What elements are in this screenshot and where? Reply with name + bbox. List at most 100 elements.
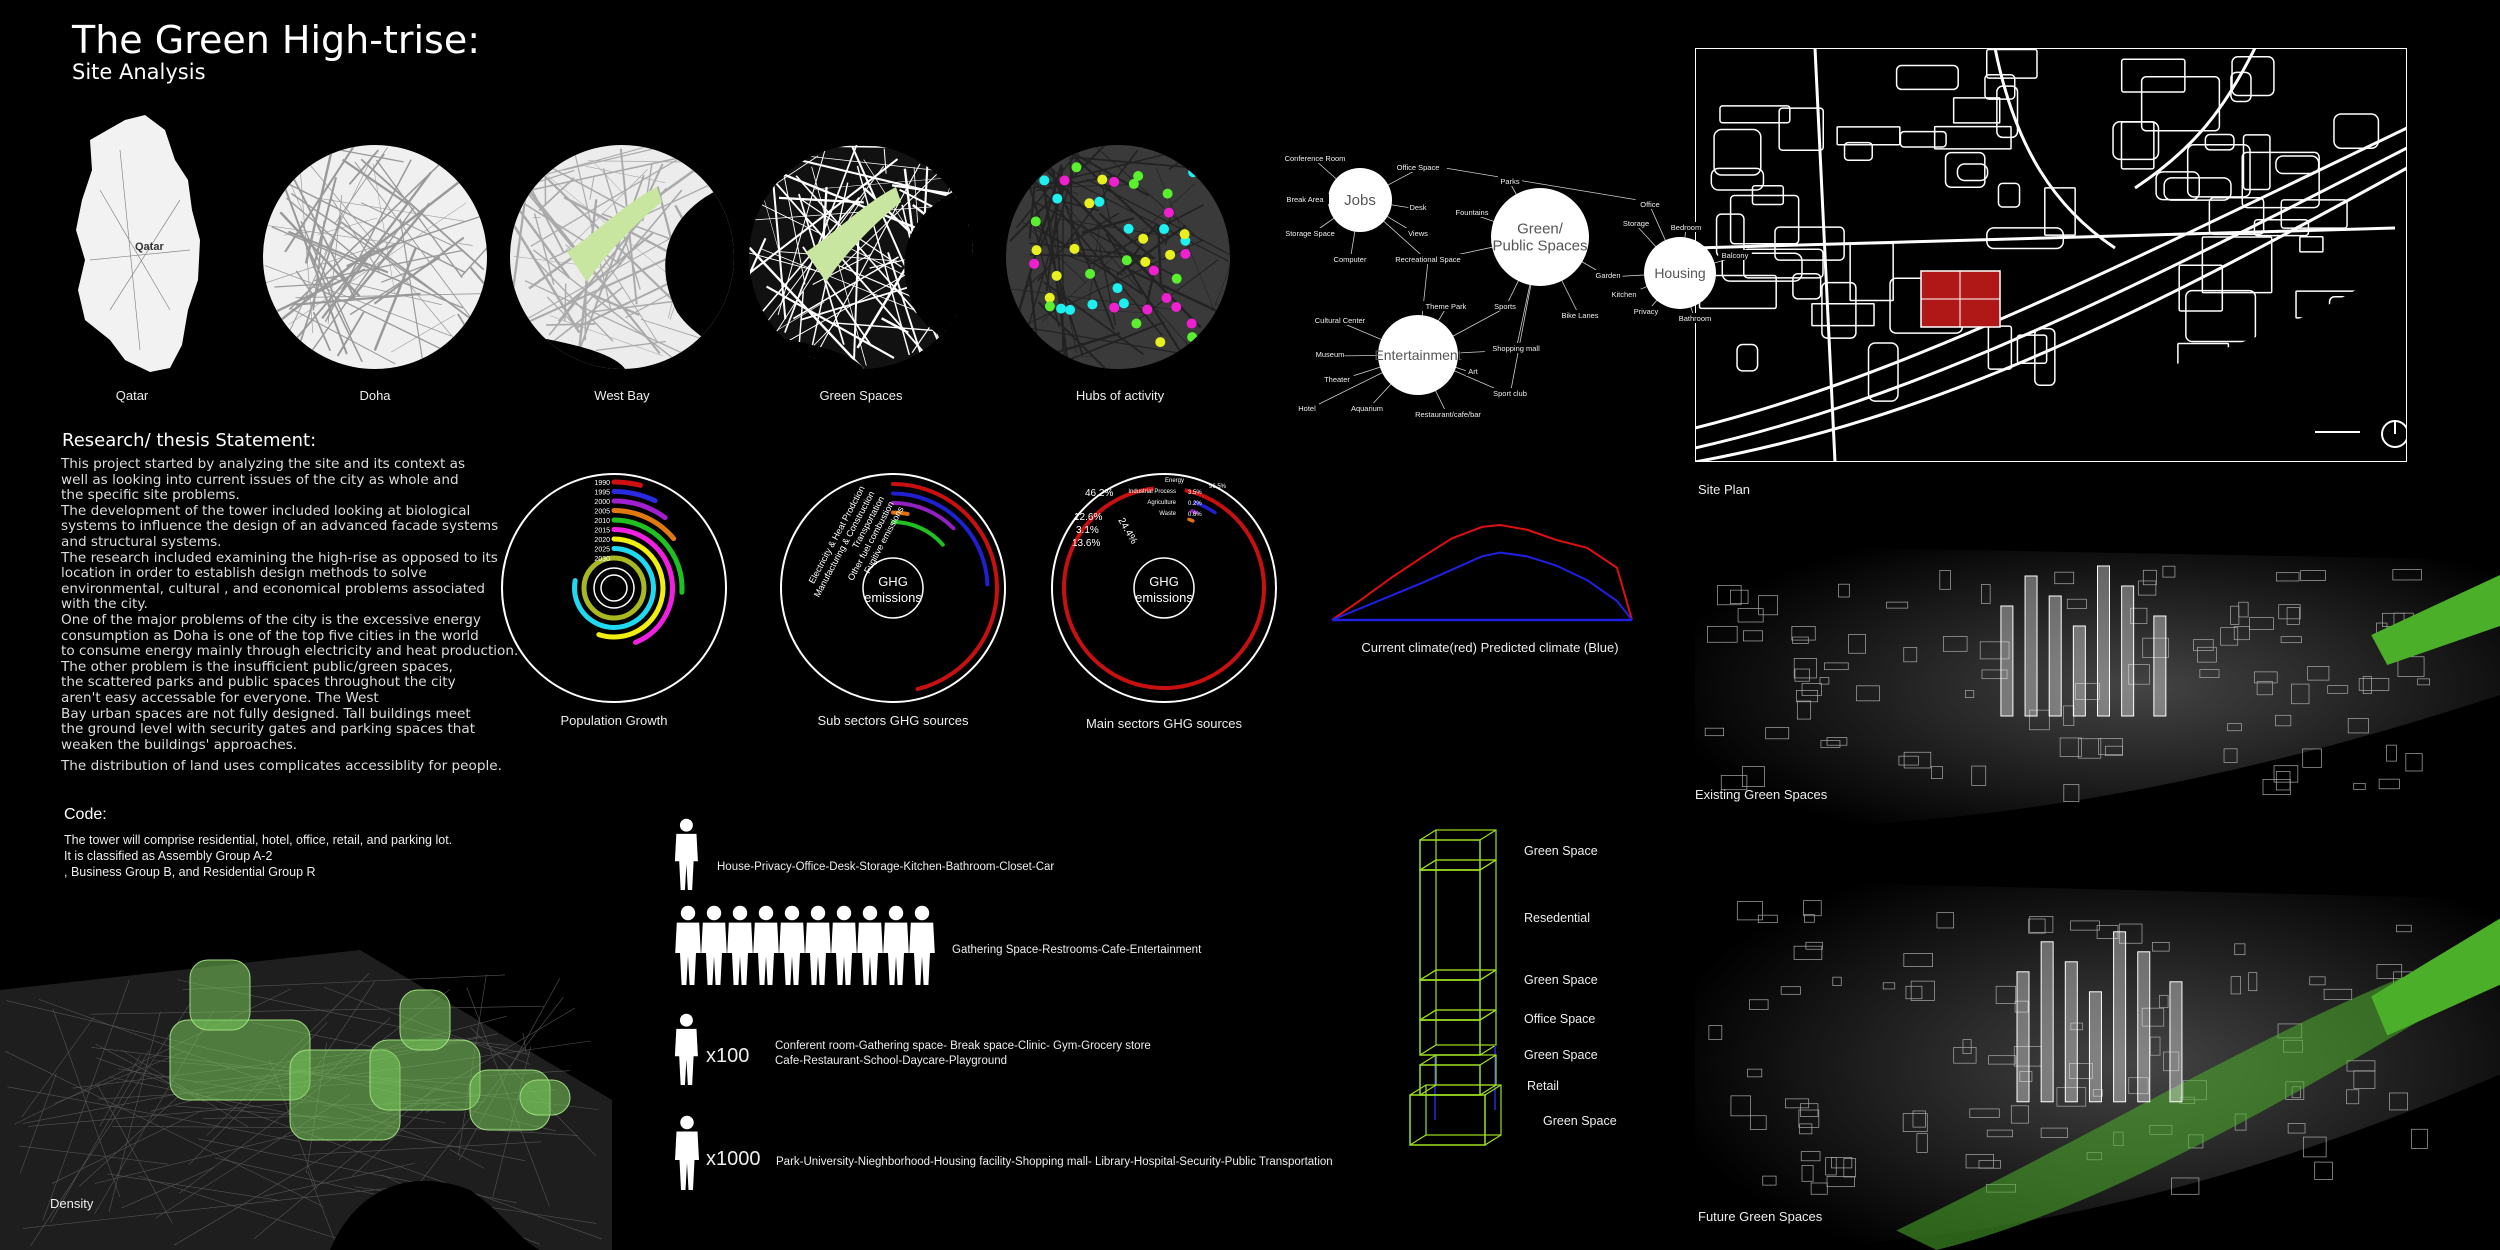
building-outline bbox=[2300, 570, 2326, 581]
site-plan-label: Site Plan bbox=[1698, 482, 1751, 497]
person-icon bbox=[753, 905, 779, 985]
density-render bbox=[0, 950, 612, 1250]
building-outline bbox=[1801, 683, 1822, 696]
building-outline bbox=[2199, 669, 2220, 678]
building-outline bbox=[2142, 569, 2157, 586]
activity-hub-dot bbox=[1056, 303, 1067, 314]
tower-outline bbox=[2097, 565, 2110, 717]
building-outline bbox=[2118, 923, 2143, 944]
research-last-line-text: The distribution of land uses complicate… bbox=[61, 758, 502, 774]
building-outline bbox=[1780, 986, 1801, 995]
text-line: Cafe-Restaurant-School-Daycare-Playgroun… bbox=[775, 1055, 1008, 1067]
building-outline bbox=[1798, 1109, 1820, 1128]
building-outline bbox=[2276, 572, 2300, 582]
building-outline bbox=[2278, 604, 2301, 620]
building-outline bbox=[1988, 1055, 2017, 1065]
tower-label: Resedential bbox=[1524, 911, 1591, 925]
program-term: Kitchen bbox=[1611, 290, 1636, 299]
building-outline bbox=[2286, 607, 2300, 625]
building-outline bbox=[2137, 580, 2157, 596]
code-line: , Business Group B, and Residential Grou… bbox=[64, 865, 316, 879]
person-icon bbox=[831, 905, 857, 985]
building-outline bbox=[1910, 980, 1935, 1001]
building-outline bbox=[1750, 1115, 1767, 1130]
population-year-label: 2030 bbox=[594, 556, 610, 563]
activity-hub-dot bbox=[1159, 224, 1170, 235]
program-term: Computer bbox=[1334, 255, 1367, 264]
building-outline bbox=[2307, 666, 2330, 681]
building-outline bbox=[2309, 976, 2326, 986]
activity-hub-dot bbox=[1171, 301, 1182, 312]
program-term: Art bbox=[1468, 367, 1479, 376]
activity-hub-dot bbox=[1059, 175, 1070, 186]
population-year-label: 2000 bbox=[594, 499, 610, 506]
building-outline bbox=[2171, 1177, 2200, 1195]
building-outline bbox=[1796, 690, 1818, 703]
building-outline bbox=[2077, 738, 2102, 759]
density-volume bbox=[189, 959, 251, 1031]
building-outline bbox=[1905, 985, 1923, 1000]
building-outline bbox=[1757, 914, 1778, 924]
building-outline bbox=[2193, 639, 2214, 651]
person-icon bbox=[675, 905, 701, 985]
building-outline bbox=[2029, 709, 2050, 731]
sub-sector-arc bbox=[891, 520, 945, 547]
activity-hub-dot bbox=[1155, 337, 1166, 348]
building-outline bbox=[1743, 630, 1763, 642]
main-sector-label: Agriculture bbox=[1147, 500, 1176, 506]
sub-sector-percent: 13.6% bbox=[1072, 538, 1100, 549]
building-outline bbox=[1720, 775, 1748, 791]
population-year-label: 2015 bbox=[594, 528, 610, 535]
building-outline bbox=[1942, 636, 1968, 652]
tower-outline bbox=[2064, 961, 2078, 1103]
activity-hub-dot bbox=[1069, 243, 1080, 254]
program-term: Balcony bbox=[1722, 251, 1749, 260]
population-year-label: 1995 bbox=[594, 490, 610, 497]
building-outline bbox=[1794, 668, 1810, 682]
activity-hub-dot bbox=[1140, 256, 1151, 267]
population-year-label: 2020 bbox=[594, 537, 610, 544]
green-space-area bbox=[1896, 977, 2460, 1250]
building-outline bbox=[2223, 748, 2238, 763]
activity-hub-dot bbox=[1123, 223, 1134, 234]
research-line: Bay urban spaces are not fully designed.… bbox=[61, 705, 471, 722]
building-outline bbox=[2347, 718, 2369, 734]
tower-outline bbox=[2088, 991, 2102, 1103]
activity-hub-dot bbox=[1148, 265, 1159, 276]
building-outline bbox=[2066, 598, 2087, 609]
building-outline bbox=[2128, 1077, 2149, 1095]
building-outline bbox=[2291, 683, 2310, 705]
building-outline bbox=[1799, 1123, 1813, 1135]
building-outline bbox=[1831, 1157, 1853, 1169]
program-term: Office bbox=[1640, 200, 1659, 209]
tower-outline bbox=[2000, 605, 2014, 717]
chart-outer-ring bbox=[780, 473, 1006, 703]
main-sector-arc-energy bbox=[1062, 486, 1266, 690]
population-arc-2005 bbox=[611, 508, 677, 542]
tower-outline bbox=[2048, 595, 2062, 717]
building-outline bbox=[2411, 1128, 2428, 1149]
research-line: the specific site problems. bbox=[61, 487, 240, 504]
main-sector-label: Waste bbox=[1159, 511, 1176, 517]
research-line: systems to influence the design of an ad… bbox=[61, 518, 499, 535]
program-term: Storage Space bbox=[1285, 229, 1335, 238]
density-volume bbox=[519, 1079, 571, 1116]
building-outline bbox=[1707, 625, 1738, 643]
activity-hub-dot bbox=[1180, 248, 1191, 259]
hub-label: Green/ bbox=[1517, 221, 1564, 238]
research-line: This project started by analyzing the si… bbox=[61, 456, 466, 472]
tower-outline bbox=[2121, 585, 2135, 717]
building-outline bbox=[1747, 1068, 1763, 1078]
research-heading: Research/ thesis Statement: bbox=[62, 430, 317, 451]
map-label-doha: Doha bbox=[359, 388, 391, 403]
code-line: The tower will comprise residential, hot… bbox=[64, 833, 453, 847]
building-outline bbox=[2230, 605, 2240, 625]
building-outline bbox=[2028, 918, 2046, 934]
building-outline bbox=[2287, 1123, 2306, 1134]
building-outline bbox=[1903, 647, 1918, 663]
people-multiplier-1000: x1000 bbox=[706, 1148, 761, 1170]
doha-map bbox=[263, 145, 487, 369]
climate-chart bbox=[1331, 524, 1633, 622]
chart-title-sub-sectors: Sub sectors GHG sources bbox=[817, 713, 969, 728]
building-outline bbox=[1819, 677, 1830, 685]
